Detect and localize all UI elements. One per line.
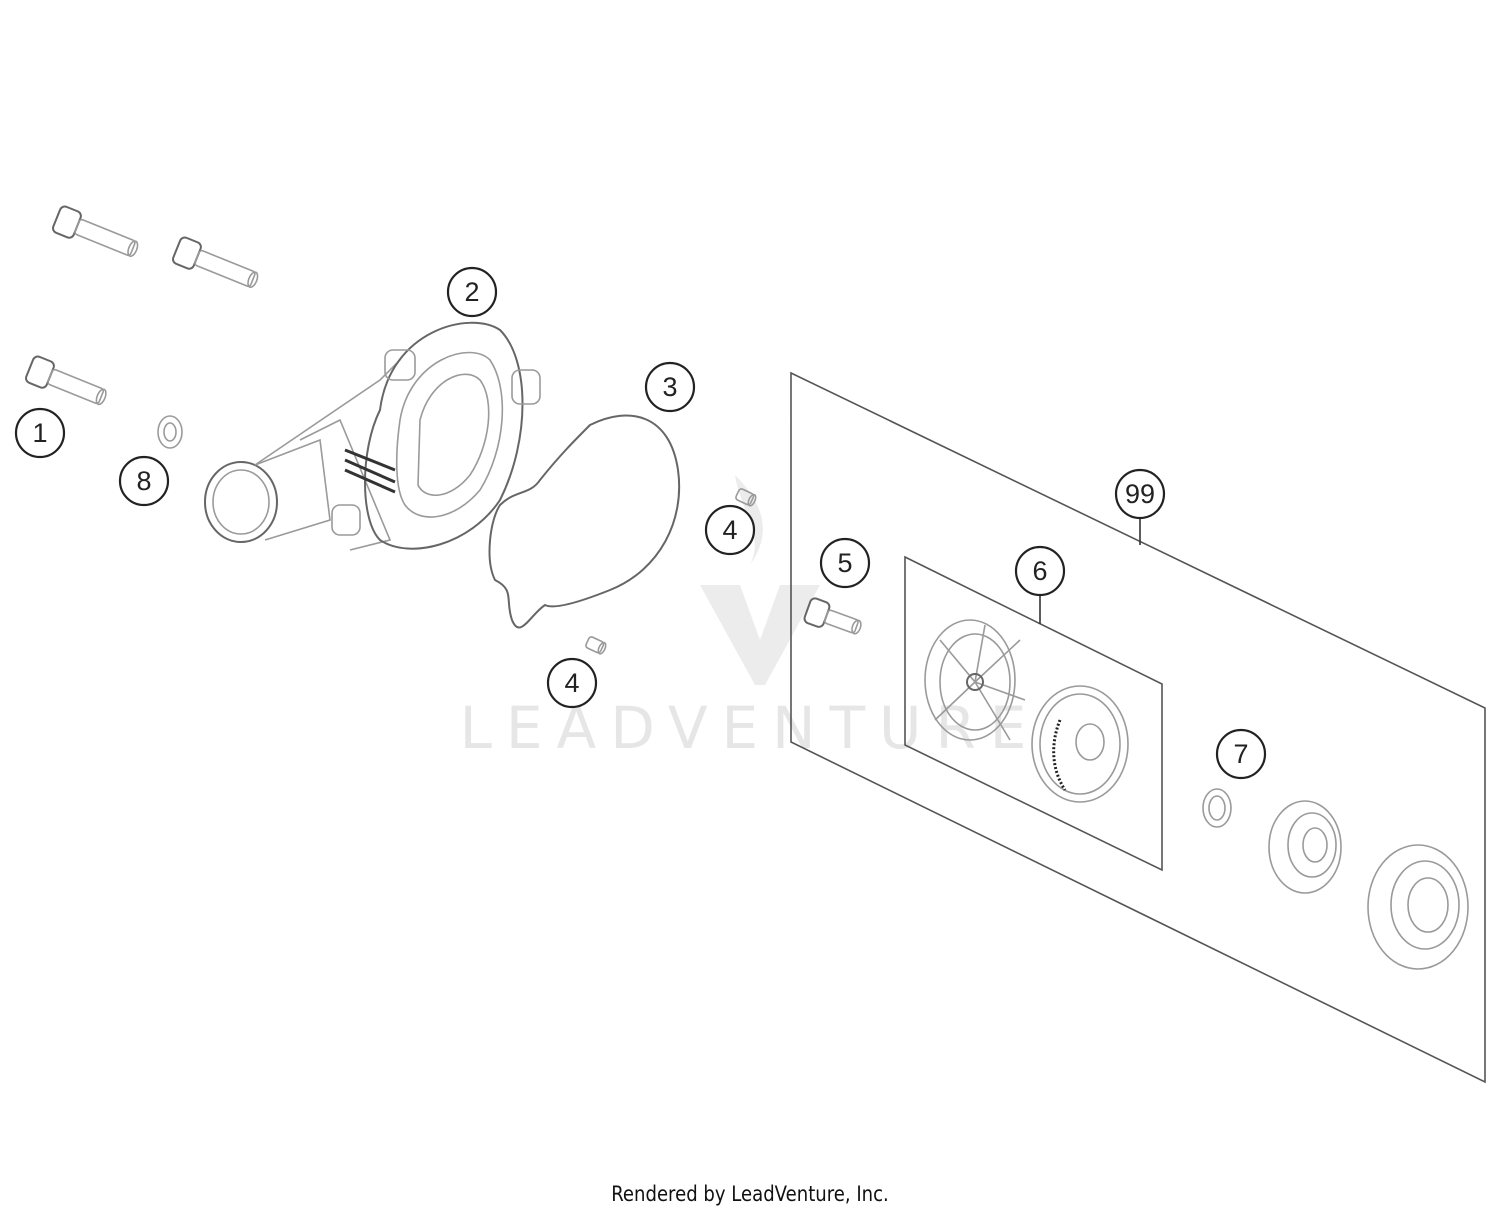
callout-7[interactable]: 7 xyxy=(1215,728,1267,780)
watermark-text: LEADVENTURE xyxy=(460,694,1041,762)
bearing-icon xyxy=(1367,844,1469,970)
seal-disc-icon xyxy=(1031,685,1129,803)
dowel-pin-icon xyxy=(735,488,757,507)
svg-text:1: 1 xyxy=(32,418,47,448)
callout-2[interactable]: 2 xyxy=(446,266,498,318)
svg-text:4: 4 xyxy=(722,515,737,545)
bolt-icon xyxy=(52,205,139,258)
callout-5[interactable]: 5 xyxy=(819,537,871,589)
watermark-logo-icon xyxy=(700,585,820,685)
callout-1[interactable]: 1 xyxy=(14,407,66,459)
washer-icon xyxy=(157,415,183,449)
svg-text:6: 6 xyxy=(1032,556,1047,586)
bolt-icon xyxy=(172,236,259,289)
svg-text:5: 5 xyxy=(837,548,852,578)
impeller-6-frame xyxy=(904,555,1163,872)
svg-text:2: 2 xyxy=(464,277,479,307)
watermark: LEADVENTURE xyxy=(460,475,1041,762)
callout-3[interactable]: 3 xyxy=(644,361,696,413)
svg-text:3: 3 xyxy=(662,372,677,402)
bolt-icon xyxy=(803,597,862,635)
svg-text:99: 99 xyxy=(1125,479,1155,509)
bolt-icon xyxy=(25,355,107,406)
footer-credit: Rendered by LeadVenture, Inc. xyxy=(611,1182,889,1206)
washer-icon xyxy=(1202,788,1232,828)
bearing-icon xyxy=(1268,800,1342,894)
kit-99-frame xyxy=(790,371,1486,1084)
callout-4-upper[interactable]: 4 xyxy=(704,504,756,556)
svg-text:7: 7 xyxy=(1233,739,1248,769)
svg-text:4: 4 xyxy=(564,668,579,698)
callout-8[interactable]: 8 xyxy=(118,455,170,507)
pump-cover-icon xyxy=(204,321,541,551)
callout-4-lower[interactable]: 4 xyxy=(546,657,598,709)
dowel-pin-icon xyxy=(585,636,607,655)
svg-text:8: 8 xyxy=(136,466,151,496)
callout-99[interactable]: 99 xyxy=(1114,468,1166,520)
callout-6[interactable]: 6 xyxy=(1014,545,1066,597)
impeller-icon xyxy=(924,619,1026,741)
gasket-icon xyxy=(488,414,681,629)
